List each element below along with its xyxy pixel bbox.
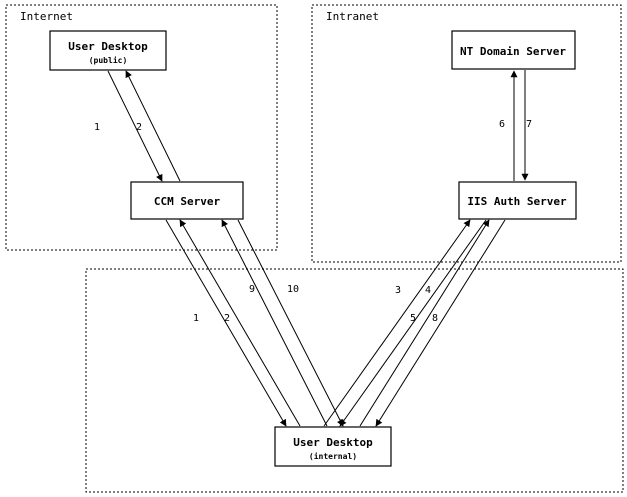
node-ccm-server[interactable]: CCM Server xyxy=(130,181,244,220)
step-label-2-internal: 2 xyxy=(224,313,230,324)
node-ccm-server-box[interactable] xyxy=(130,181,244,220)
step-labels: 1 2 6 7 9 10 1 2 3 4 5 8 xyxy=(94,119,532,324)
zone-intranet-label: Intranet xyxy=(326,10,379,23)
edge-line-step-10 xyxy=(237,219,344,427)
step-label-1-internal: 1 xyxy=(193,313,199,324)
zone-intranet: Intranet xyxy=(311,4,622,263)
node-nt-domain-server[interactable]: NT Domain Server xyxy=(451,30,576,70)
step-label-7: 7 xyxy=(526,119,532,130)
node-user-desktop-public-box[interactable] xyxy=(49,30,167,71)
edge-iis-nt-domain xyxy=(510,70,529,181)
node-user-desktop-internal[interactable]: User Desktop (internal) xyxy=(274,426,392,467)
edge-line-step-3 xyxy=(323,219,471,427)
zone-internal-border xyxy=(85,268,624,493)
edge-line-step-9 xyxy=(221,219,328,427)
node-iis-auth-server-title: IIS Auth Server xyxy=(467,195,567,208)
zone-internet-label: Internet xyxy=(20,10,73,23)
node-nt-domain-server-title: NT Domain Server xyxy=(460,45,566,58)
step-label-3: 3 xyxy=(395,285,401,296)
step-label-10: 10 xyxy=(287,284,299,295)
step-label-5: 5 xyxy=(410,313,416,324)
node-user-desktop-public[interactable]: User Desktop (public) xyxy=(49,30,167,71)
edge-public-desktop-ccm xyxy=(107,70,181,182)
zone-intranet-border xyxy=(311,4,622,263)
zone-internal xyxy=(85,268,624,493)
step-label-9: 9 xyxy=(249,284,255,295)
node-user-desktop-internal-subtitle: (internal) xyxy=(309,451,357,461)
edge-internal-desktop-ccm-9-10 xyxy=(221,219,344,427)
edge-line-step-1-public xyxy=(107,70,163,182)
node-nt-domain-server-box[interactable] xyxy=(451,30,576,70)
node-iis-auth-server[interactable]: IIS Auth Server xyxy=(458,181,577,220)
node-iis-auth-server-box[interactable] xyxy=(458,181,577,220)
edge-line-step-2-public xyxy=(125,70,181,182)
edge-internal-desktop-iis-5-8 xyxy=(359,219,506,427)
node-user-desktop-public-title: User Desktop xyxy=(68,40,148,53)
edge-line-step-1-internal xyxy=(165,219,287,427)
node-ccm-server-title: CCM Server xyxy=(154,195,221,208)
step-label-2-public: 2 xyxy=(136,122,142,133)
node-user-desktop-internal-box[interactable] xyxy=(274,426,392,467)
zone-internet-border xyxy=(5,4,278,251)
edge-line-step-5 xyxy=(359,219,490,427)
node-user-desktop-internal-title: User Desktop xyxy=(293,436,373,449)
step-label-1-public: 1 xyxy=(94,122,100,133)
edge-line-step-2-internal xyxy=(179,219,301,427)
node-user-desktop-public-subtitle: (public) xyxy=(89,55,128,65)
zone-internet: Internet xyxy=(5,4,278,251)
step-label-6: 6 xyxy=(499,119,505,130)
step-label-4: 4 xyxy=(425,285,431,296)
edge-line-step-8 xyxy=(375,219,506,427)
step-label-8: 8 xyxy=(432,313,438,324)
edge-ccm-internal-desktop-1-2 xyxy=(165,219,301,427)
edge-line-step-4 xyxy=(339,219,487,427)
edge-internal-desktop-iis-3-4 xyxy=(323,219,487,427)
